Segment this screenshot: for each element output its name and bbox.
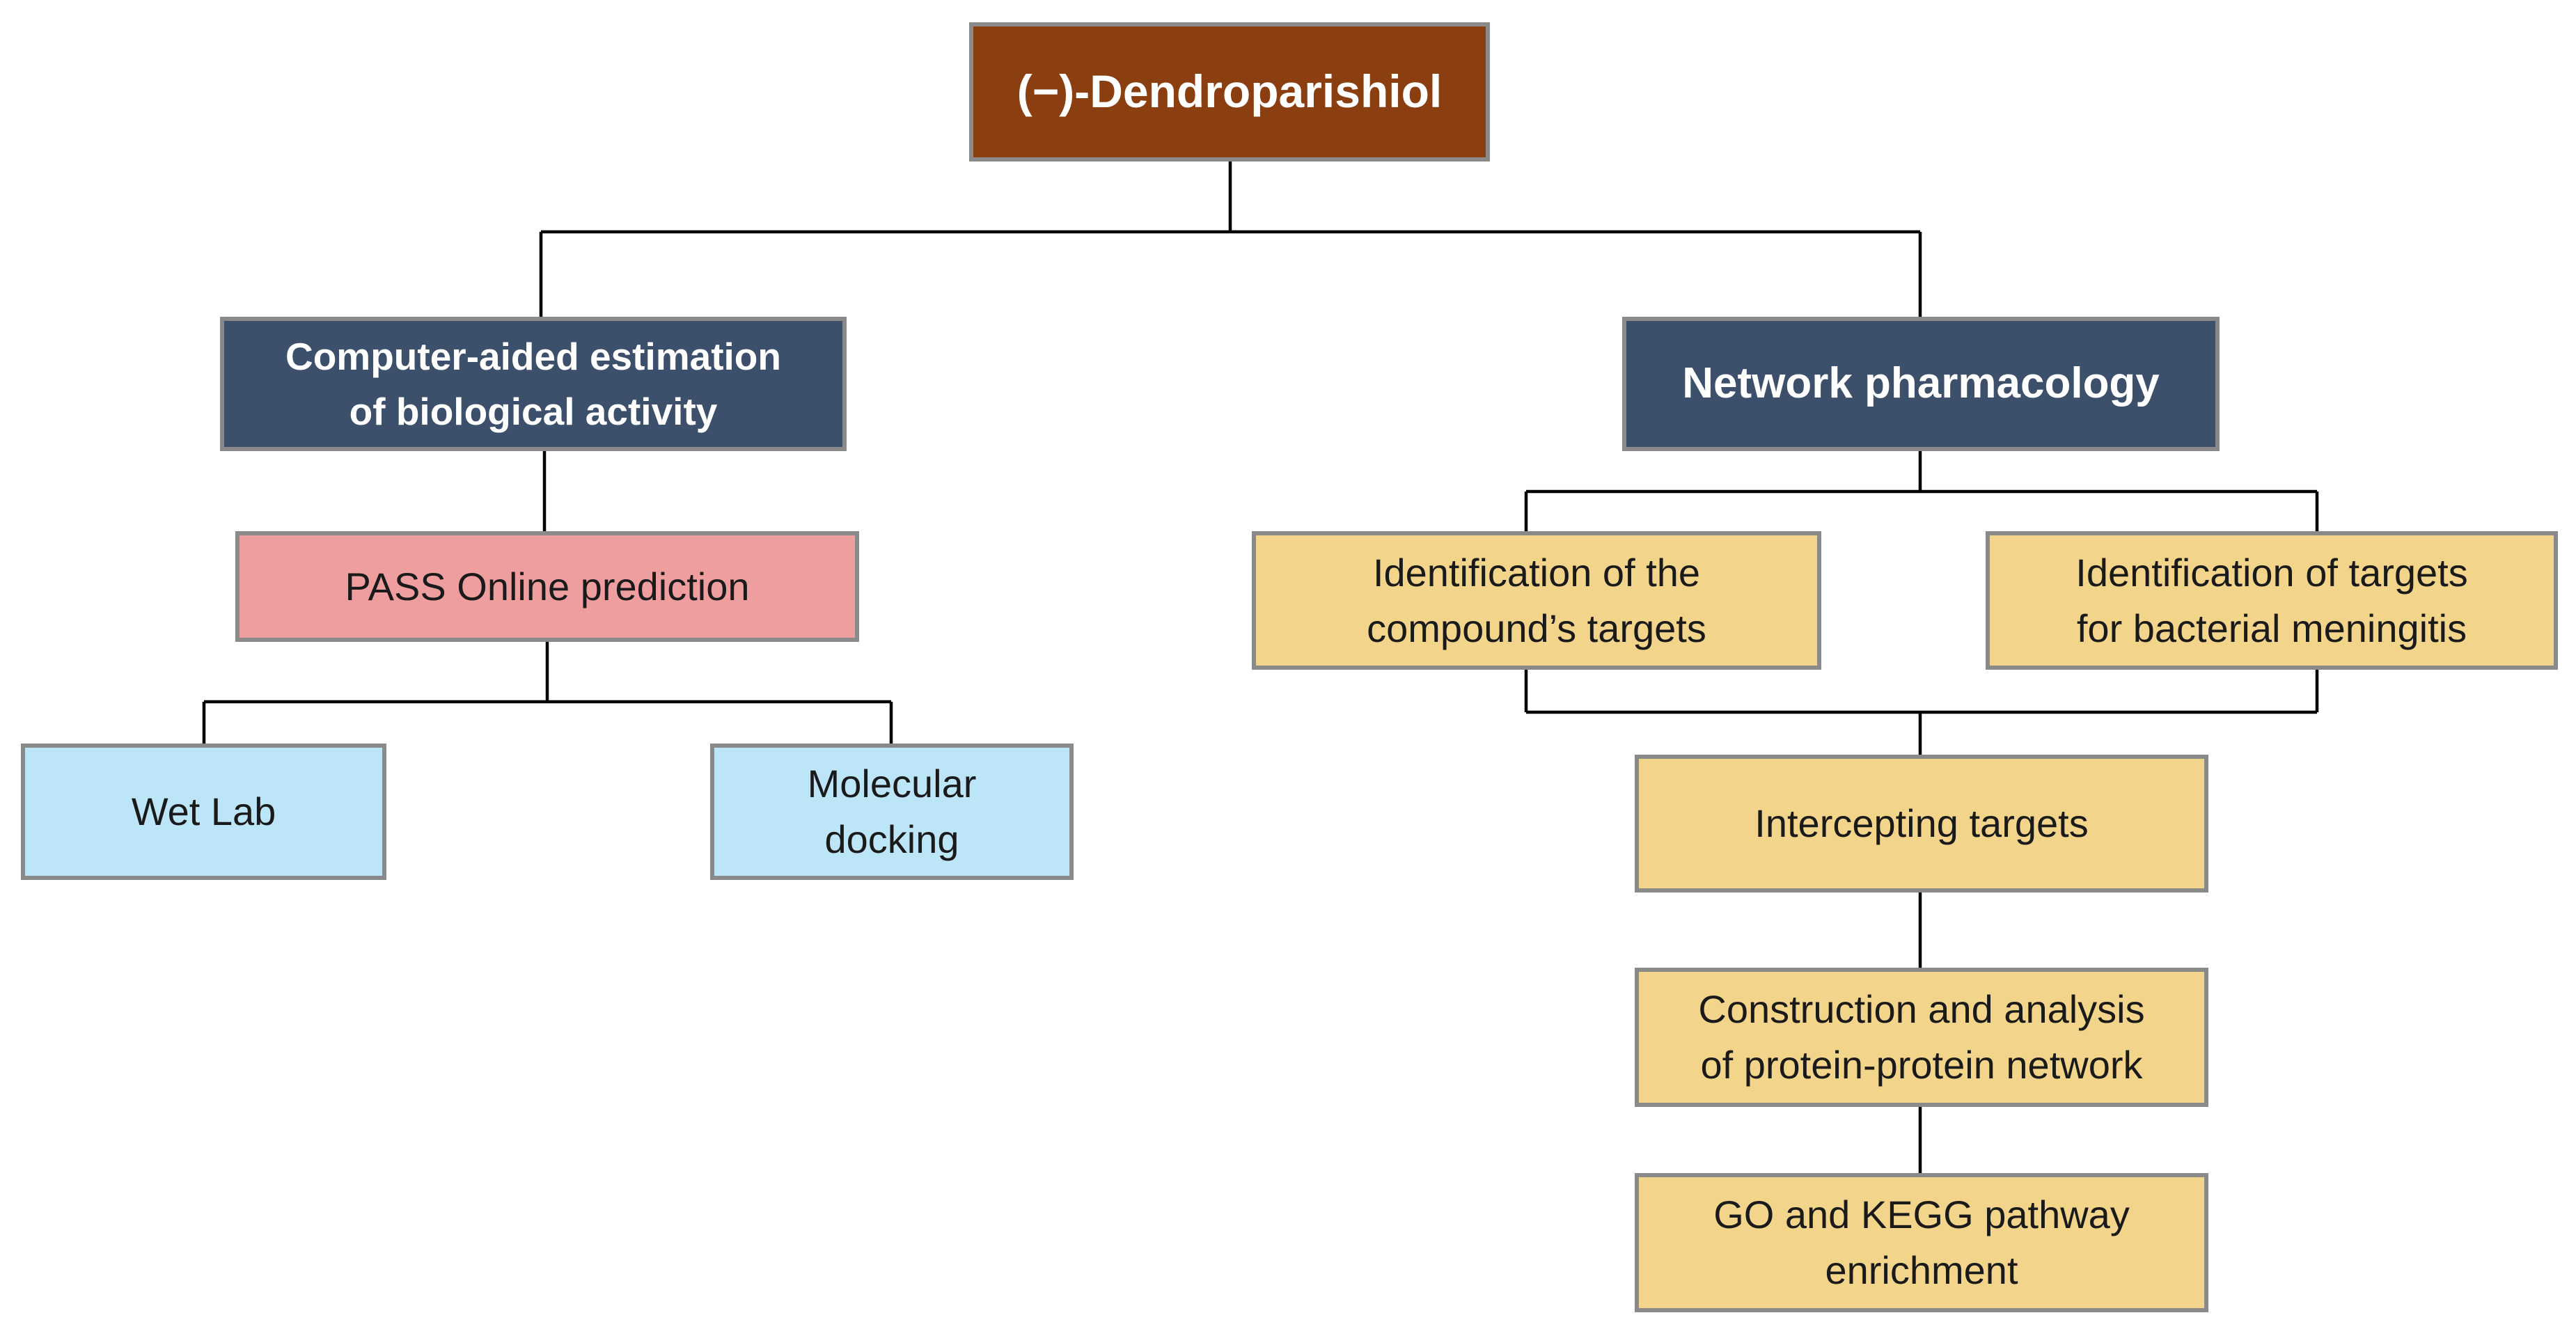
network-pharmacology-node: Network pharmacology (1622, 317, 2220, 451)
wet-lab-node: Wet Lab (21, 744, 386, 880)
ppi-network-node: Construction and analysis of protein-pro… (1635, 968, 2208, 1107)
pass-online-node: PASS Online prediction (235, 531, 859, 642)
pathway-enrichment-label: GO and KEGG pathway enrichment (1713, 1193, 2130, 1292)
intercepting-targets-label: Intercepting targets (1754, 801, 2089, 846)
computer-aided-node: Computer-aided estimation of biological … (220, 317, 847, 451)
meningitis-targets-label: Identification of targets for bacterial … (2075, 550, 2468, 650)
compound-targets-node: Identification of the compound’s targets (1252, 531, 1821, 670)
wet-lab-label: Wet Lab (131, 789, 276, 834)
intercepting-targets-node: Intercepting targets (1635, 755, 2208, 892)
root-label: (−)-Dendroparishiol (1016, 65, 1443, 118)
pathway-enrichment-node: GO and KEGG pathway enrichment (1635, 1173, 2208, 1312)
ppi-network-label: Construction and analysis of protein-pro… (1698, 987, 2145, 1087)
meningitis-targets-node: Identification of targets for bacterial … (1986, 531, 2558, 670)
computer-aided-label: Computer-aided estimation of biological … (285, 335, 782, 433)
pass-online-label: PASS Online prediction (345, 564, 750, 608)
molecular-docking-label: Molecular docking (807, 762, 977, 861)
network-pharmacology-label: Network pharmacology (1682, 359, 2160, 408)
molecular-docking-node: Molecular docking (710, 744, 1074, 880)
root-node: (−)-Dendroparishiol (969, 22, 1490, 162)
compound-targets-label: Identification of the compound’s targets (1367, 550, 1706, 650)
